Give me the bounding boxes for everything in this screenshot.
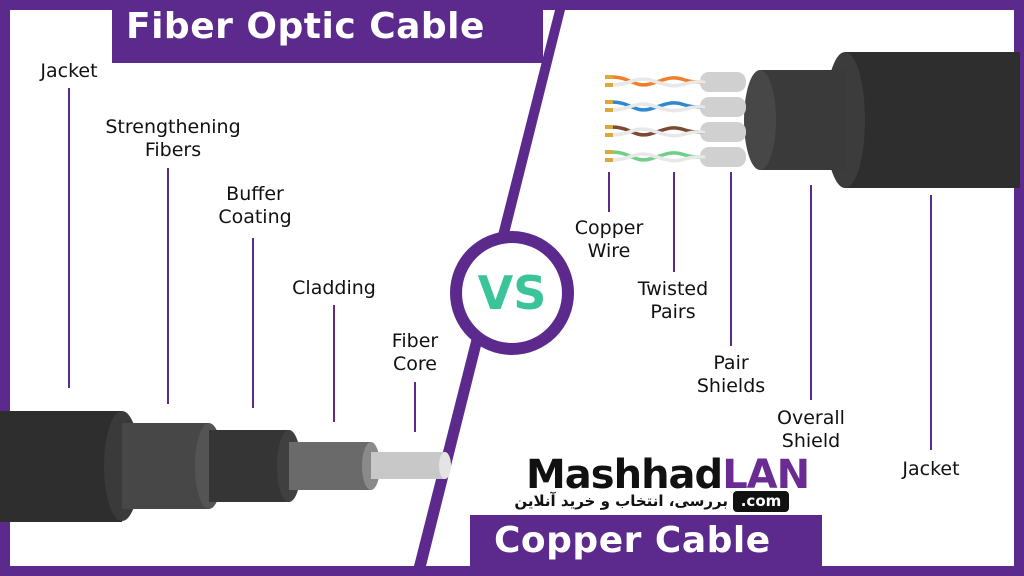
label-strengthening-fibers: Strengthening Fibers (105, 116, 241, 161)
fiber-leader-lines (68, 88, 416, 432)
copper-title: Copper Cable (494, 520, 771, 561)
label-fiber-core: Fiber Core (391, 330, 439, 375)
vs-circle (462, 243, 562, 343)
copper-title-tab (470, 515, 822, 576)
brand-name-part1: Mashhad (526, 452, 723, 498)
copper-jacket-shape (845, 52, 1020, 188)
copper-tip-6 (605, 133, 613, 137)
fiber-cladding-shape (289, 442, 371, 490)
label-buffer-coating: Buffer Coating (218, 183, 292, 228)
label-copper-wire: Copper Wire (574, 217, 644, 262)
pair-shield-2 (700, 97, 746, 117)
fiber-core-end (439, 452, 451, 479)
brand-dotcom-badge: .com (733, 491, 789, 512)
label-twisted-pairs: Twisted Pairs (637, 278, 709, 323)
copper-wire-tips (605, 75, 613, 162)
fiber-buffer-shape (209, 430, 289, 502)
fiber-strength-shape (122, 423, 209, 509)
label-fiber-jacket: Jacket (40, 60, 98, 82)
fiber-jacket-shape (0, 411, 122, 522)
brand-logo: MashhadLAN (526, 452, 810, 498)
orange-white-wire (610, 77, 706, 88)
copper-shield-end (744, 70, 776, 170)
pair-shield-3 (700, 122, 746, 142)
copper-leader-lines (608, 172, 932, 450)
copper-tip-4 (605, 108, 613, 112)
copper-tip-7 (605, 150, 613, 154)
pair-shield-1 (700, 72, 746, 92)
brand-tagline: بررسی، انتخاب و خرید آنلاین (514, 492, 728, 510)
copper-tip-8 (605, 158, 613, 162)
copper-cable-illustration (605, 52, 1020, 188)
fiber-title-tab (112, 0, 543, 63)
green-white-wire (610, 152, 706, 163)
fiber-cable-illustration (0, 411, 451, 522)
copper-tip-3 (605, 100, 613, 104)
copper-tip-1 (605, 75, 613, 79)
fiber-core-shape (371, 452, 445, 479)
brand-name-part2: LAN (722, 452, 810, 498)
fiber-title: Fiber Optic Cable (126, 6, 485, 47)
twisted-pairs (610, 75, 706, 163)
vs-text: VS (477, 266, 547, 320)
copper-tip-5 (605, 125, 613, 129)
brown-white-wire (610, 127, 706, 138)
label-cladding: Cladding (292, 277, 376, 299)
pair-shields (700, 72, 746, 167)
copper-tip-2 (605, 83, 613, 87)
blue-white-wire (610, 102, 706, 113)
pair-shield-4 (700, 147, 746, 167)
label-pair-shields: Pair Shields (696, 352, 766, 397)
label-overall-shield: Overall Shield (777, 407, 845, 452)
label-copper-jacket: Jacket (902, 458, 960, 480)
